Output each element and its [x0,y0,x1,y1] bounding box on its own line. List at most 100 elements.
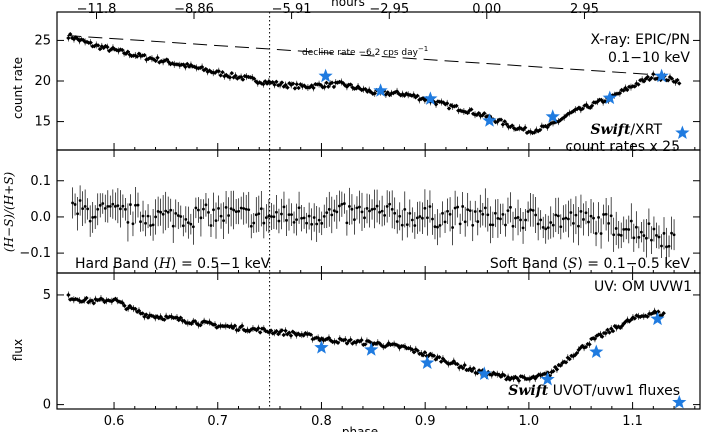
data-point [438,359,444,364]
x-tick-label: 0.7 [207,414,228,429]
data-point [519,218,522,222]
swift-uvot-label: Swift UVOT/uvw1 fluxes [508,383,680,399]
data-point [279,328,285,333]
data-point [88,219,92,223]
data-point [672,233,676,237]
panel-hardness: −0.10.00.1 [19,149,701,274]
data-point [398,214,402,218]
data-point [605,327,610,333]
data-point [469,368,475,374]
data-point [647,222,651,226]
data-point [229,70,234,76]
data-point [378,210,382,214]
data-point [302,83,307,88]
data-point [300,216,303,220]
data-point [151,223,155,227]
data-point [247,208,251,212]
data-point [232,208,236,212]
data-point [144,221,147,225]
data-point [348,205,351,208]
data-point [308,332,314,337]
data-point [358,205,361,209]
data-point [621,88,626,93]
data-point [638,78,643,83]
data-point [268,328,274,333]
data-point [375,204,379,208]
data-point [470,111,476,116]
panel-frame [56,272,701,410]
ylabel-hardness: (H−S)/(H+S) [2,172,16,253]
data-point [156,315,162,321]
y-tick-label: 0 [43,398,51,413]
data-point [452,104,457,109]
data-point [583,344,589,350]
data-point [493,211,497,215]
data-point [307,214,311,218]
data-point [174,211,178,215]
data-point [441,211,444,215]
data-point [224,205,228,209]
data-point [627,319,632,324]
data-point [335,340,341,345]
data-point [632,84,637,89]
data-point [511,224,515,228]
data-point [83,204,87,208]
data-point [526,210,530,213]
data-point [199,216,203,220]
data-point [534,374,540,379]
data-point [310,222,314,226]
swift-star [314,340,329,354]
data-point [395,220,399,223]
data-point [136,203,140,207]
data-point [227,214,230,217]
data-point [667,244,671,248]
data-point [535,128,541,134]
data-point [574,213,578,217]
data-point [161,212,165,216]
data-point [552,120,558,125]
data-point [134,309,140,314]
data-point [365,207,369,210]
y-tick-label: 0.1 [30,174,51,189]
data-point [443,220,447,224]
data-point [280,212,283,216]
data-point [655,234,658,237]
data-point [168,61,173,67]
data-point [481,212,485,216]
data-point [617,233,621,237]
data-point [103,207,107,210]
data-point [81,207,85,211]
data-point [567,356,572,362]
data-point [454,103,459,109]
data-point [116,204,120,208]
data-point [290,213,293,217]
data-point [390,207,394,211]
swift-star [654,68,669,83]
top-tick-label: 2.95 [570,2,599,17]
data-point [78,199,82,202]
data-point [209,224,213,227]
data-point [539,218,543,222]
data-point [448,212,452,216]
data-point [541,124,546,129]
data-point [521,127,526,132]
data-point [239,206,243,210]
data-point [145,315,151,320]
data-point [665,78,671,83]
data-point [169,208,173,212]
data-point [315,222,319,226]
data-point [393,211,397,215]
data-point [636,82,641,87]
data-point [332,209,336,213]
data-point [415,93,420,99]
data-point [212,70,218,75]
data-point [574,350,580,356]
data-point [97,46,103,52]
data-point [187,320,192,326]
data-point [474,112,480,118]
data-point [69,35,75,41]
data-point [551,369,556,374]
data-point [624,227,628,231]
data-point [532,130,537,135]
data-point [589,336,594,342]
